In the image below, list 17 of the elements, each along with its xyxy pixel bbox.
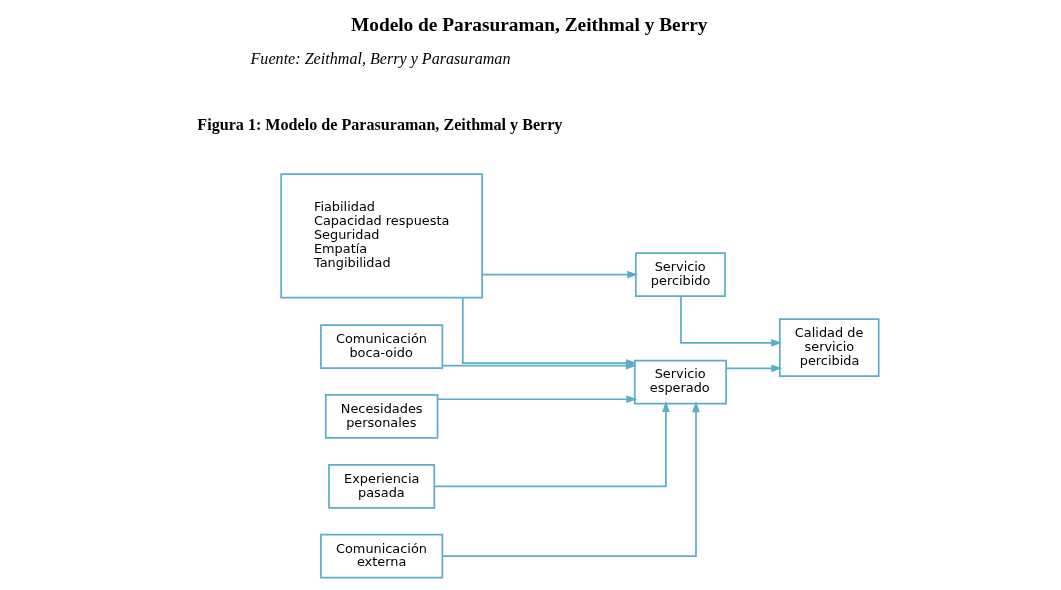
- arrow: [725, 364, 783, 373]
- node-box: Necesidades personales: [324, 394, 439, 439]
- diagram-title: Modelo de Parasuraman, Zeithmal y Berry: [351, 14, 708, 36]
- node-box: Servicio percibido: [634, 252, 726, 297]
- node-box: Comunicación boca-oido: [320, 324, 444, 369]
- caption: Figura 1: Modelo de Parasuraman, Zeithmal y Berry: [197, 116, 563, 134]
- arrow: [481, 270, 639, 279]
- node-box: Fiabilidad Capacidad respuesta Seguridad Empatía Tangibilidad: [280, 173, 483, 299]
- node-box: Experiencia pasada: [328, 463, 436, 509]
- node-box: Calidad de servicio percibida: [778, 318, 880, 377]
- node-box: Servicio esperado: [633, 359, 727, 405]
- node-box: Comunicación externa: [320, 533, 444, 579]
- arrow: [433, 401, 670, 488]
- arrow: [437, 395, 638, 404]
- arrow: [441, 401, 700, 557]
- label: Fuente: Zeithmal, Berry y Parasuraman: [250, 50, 511, 68]
- arrow: [680, 295, 783, 347]
